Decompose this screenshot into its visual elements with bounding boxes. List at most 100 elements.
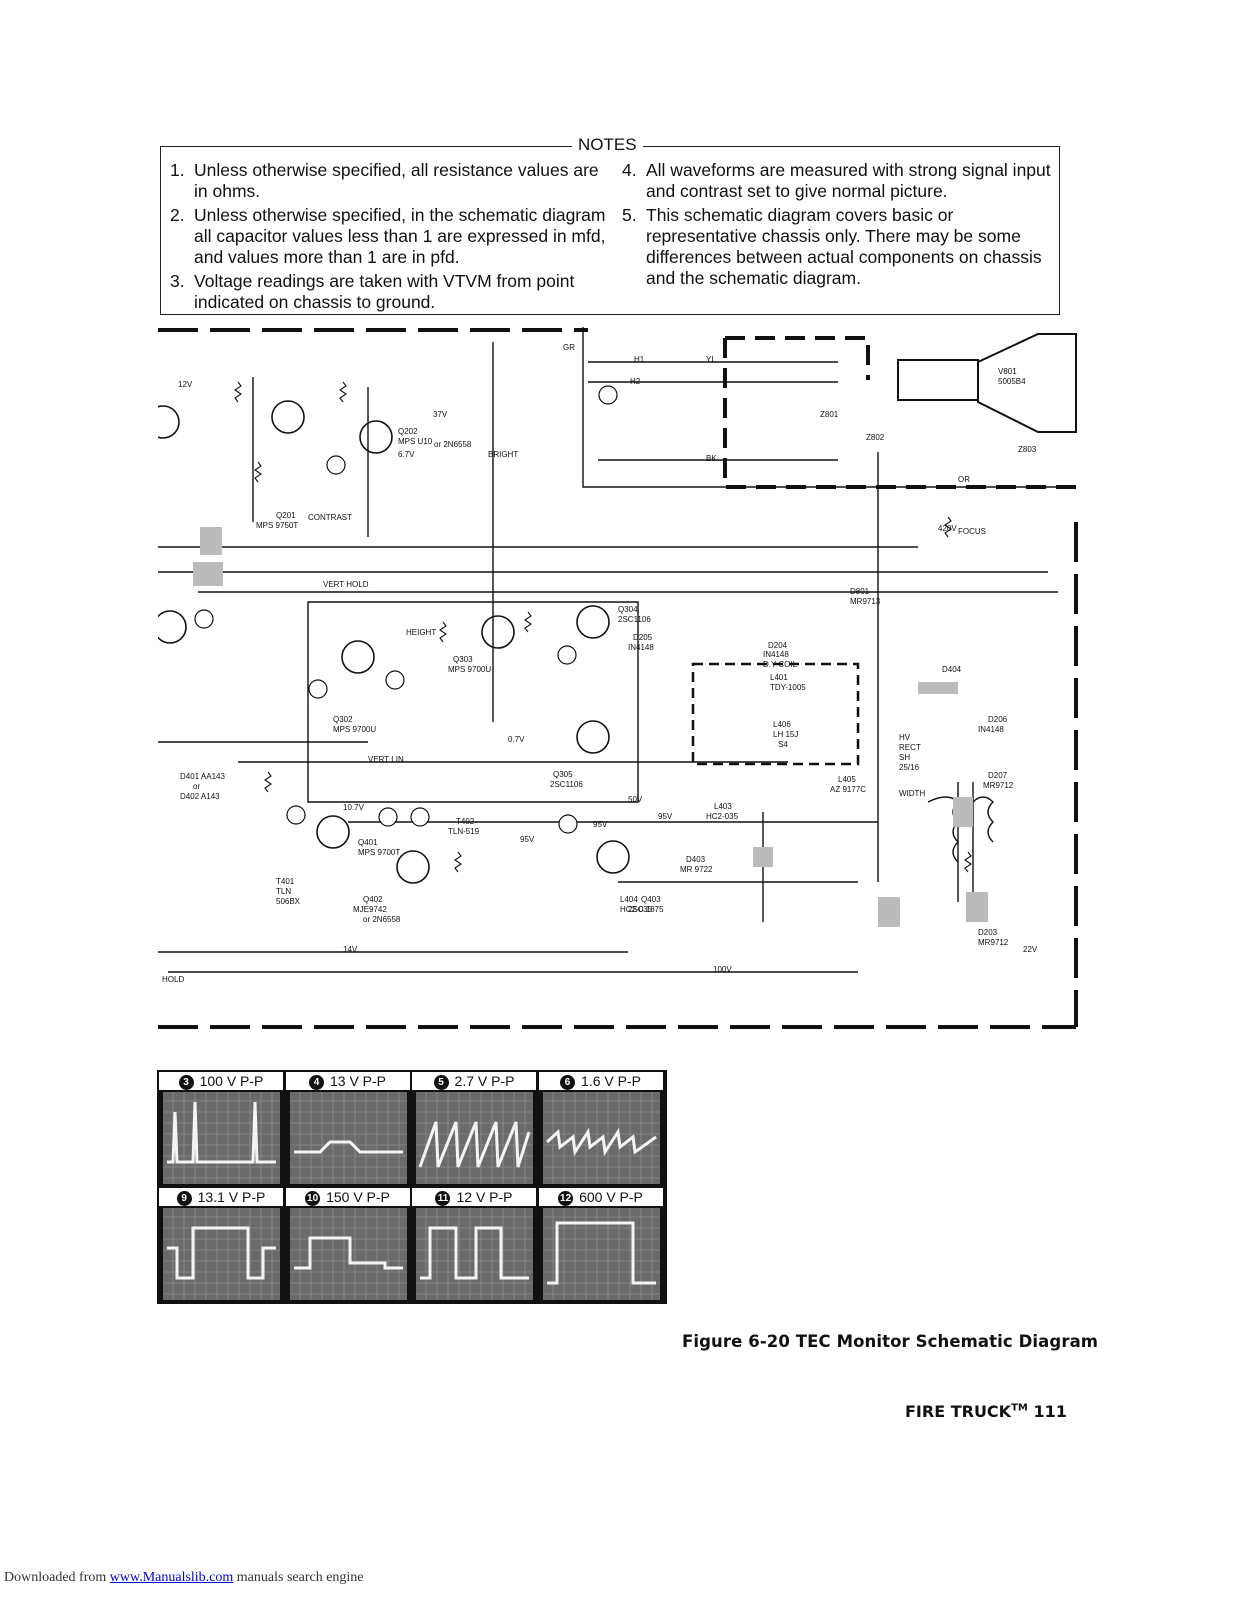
waveform-cell: 10 150 V P-P bbox=[285, 1188, 411, 1303]
waveform-amplitude: 1.6 V P-P bbox=[581, 1073, 641, 1089]
voltage-label: 0.7V bbox=[508, 735, 525, 744]
voltage-label: 12V bbox=[178, 380, 193, 389]
oscilloscope-trace bbox=[289, 1092, 407, 1184]
transistor-symbols bbox=[158, 400, 630, 884]
schematic-label: D401 AA143 bbox=[180, 772, 225, 781]
waveform-amplitude: 150 V P-P bbox=[326, 1189, 390, 1205]
schematic-label: MR9712 bbox=[983, 781, 1014, 790]
schematic-label: Q202 bbox=[398, 427, 418, 436]
schematic-label: MPS 9750T bbox=[256, 521, 298, 530]
schematic-label: H1 bbox=[634, 355, 645, 364]
schematic-label: Q401 bbox=[358, 838, 378, 847]
schematic-label: 2SC1106 bbox=[618, 615, 651, 624]
schematic-label: HV bbox=[899, 733, 911, 742]
test-points bbox=[194, 385, 618, 834]
schematic-label: GR bbox=[563, 343, 575, 352]
schematic-label: L403 bbox=[714, 802, 732, 811]
schematic-label: HC2-035 bbox=[706, 812, 739, 821]
waveform-label: 11 12 V P-P bbox=[412, 1188, 537, 1206]
schematic-label: IN4148 bbox=[978, 725, 1004, 734]
schematic-label: Z803 bbox=[1018, 445, 1037, 454]
waveform-cell: 6 1.6 V P-P bbox=[538, 1072, 664, 1187]
waveform-test-point-number: 3 bbox=[178, 1075, 194, 1090]
schematic-label: Q302 bbox=[333, 715, 353, 724]
voltage-label: 420V bbox=[938, 524, 957, 533]
schematic-label: L405 bbox=[838, 775, 856, 784]
schematic-label: AZ 9177C bbox=[830, 785, 866, 794]
oscilloscope-trace bbox=[542, 1092, 660, 1184]
waveform-label: 6 1.6 V P-P bbox=[538, 1072, 664, 1090]
note-item: 1.Unless otherwise specified, all resist… bbox=[170, 160, 599, 201]
schematic-label: MPS 9700U bbox=[448, 665, 491, 674]
download-notice: Downloaded from www.Manualslib.com manua… bbox=[4, 1570, 364, 1585]
schematic-label: LH 15J bbox=[773, 730, 798, 739]
note-item: 4.All waveforms are measured with strong… bbox=[622, 160, 1051, 201]
schematic-label: D207 bbox=[988, 771, 1008, 780]
schematic-label: Q201 bbox=[276, 511, 296, 520]
schematic-label: Q403 bbox=[641, 895, 661, 904]
waveform-amplitude: 12 V P-P bbox=[456, 1189, 513, 1205]
schematic-label: Z801 bbox=[820, 410, 839, 419]
voltage-label: 22V bbox=[1023, 945, 1038, 954]
waveform-test-point-number: 6 bbox=[560, 1075, 576, 1090]
schematic-label: MPS U10 bbox=[398, 437, 433, 446]
highlighted-components bbox=[193, 527, 988, 927]
voltage-label: 10.7V bbox=[343, 803, 365, 812]
notes-title: NOTES bbox=[572, 135, 643, 155]
schematic-label: CONTRAST bbox=[308, 513, 352, 522]
waveform-amplitude: 600 V P-P bbox=[579, 1189, 643, 1205]
oscilloscope-trace bbox=[416, 1208, 533, 1300]
schematic-label: D.Y COIL bbox=[763, 660, 798, 669]
waveform-test-point-number: 10 bbox=[305, 1191, 321, 1206]
schematic-label: L406 bbox=[773, 720, 791, 729]
schematic-label: S4 bbox=[778, 740, 788, 749]
schematic-label: L401 bbox=[770, 673, 788, 682]
schematic-label: D403 bbox=[686, 855, 706, 864]
voltage-label: 37V bbox=[433, 410, 448, 419]
schematic-label: D204 bbox=[768, 641, 788, 650]
oscilloscope-trace bbox=[163, 1092, 280, 1184]
schematic-label: TLN-519 bbox=[448, 827, 480, 836]
waveform-test-point-number: 11 bbox=[435, 1191, 451, 1206]
note-item: 3.Voltage readings are taken with VTVM f… bbox=[170, 271, 575, 312]
schematic-label: T401 bbox=[276, 877, 295, 886]
schematic-label: BK bbox=[706, 454, 717, 463]
voltage-label: 95V bbox=[520, 835, 535, 844]
waveform-cell: 11 12 V P-P bbox=[412, 1188, 537, 1303]
waveform-cell: 12 600 V P-P bbox=[538, 1188, 664, 1303]
schematic-label: D206 bbox=[988, 715, 1008, 724]
schematic-label: MPS 9700U bbox=[333, 725, 376, 734]
schematic-label: 2SC 1875 bbox=[628, 905, 664, 914]
schematic-label: MPS 9700T bbox=[358, 848, 400, 857]
schematic-label: 506BX bbox=[276, 897, 301, 906]
voltage-label: 50V bbox=[628, 795, 643, 804]
oscilloscope-trace bbox=[289, 1208, 407, 1300]
schematic-label: MR 9722 bbox=[680, 865, 713, 874]
schematic-label: Q304 bbox=[618, 605, 638, 614]
waveform-amplitude: 13 V P-P bbox=[329, 1073, 387, 1089]
voltage-label: 95V bbox=[658, 812, 673, 821]
waveform-label: 12 600 V P-P bbox=[538, 1188, 664, 1206]
schematic-label: 2SC1106 bbox=[550, 780, 583, 789]
voltage-label: 6.7V bbox=[398, 450, 415, 459]
schematic-label: MR9712 bbox=[978, 938, 1009, 947]
schematic-label: H2 bbox=[630, 377, 641, 386]
manualslib-link[interactable]: www.Manualslib.com bbox=[109, 1570, 234, 1585]
schematic-label: 25/16 bbox=[899, 763, 920, 772]
schematic-label: V801 bbox=[998, 367, 1017, 376]
voltage-label: 14V bbox=[343, 945, 358, 954]
schematic-label: 5005B4 bbox=[998, 377, 1026, 386]
schematic-label: VERT HOLD bbox=[323, 580, 369, 589]
oscilloscope-trace bbox=[163, 1208, 280, 1300]
schematic-label: HEIGHT bbox=[406, 628, 436, 637]
waveform-test-point-number: 12 bbox=[558, 1191, 574, 1206]
schematic-label: Q402 bbox=[363, 895, 383, 904]
notes-column-left: 1.Unless otherwise specified, all resist… bbox=[170, 160, 615, 316]
